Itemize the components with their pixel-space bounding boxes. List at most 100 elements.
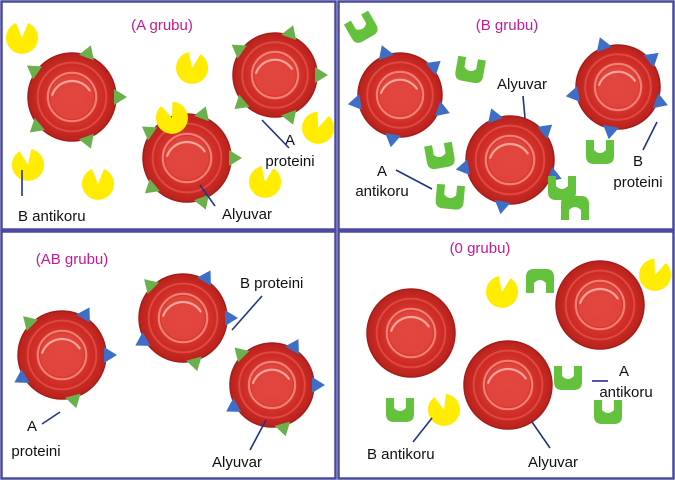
panel-a-border xyxy=(0,0,337,231)
b-protein xyxy=(347,94,362,110)
b-protein xyxy=(285,339,299,355)
a-protein xyxy=(141,126,158,141)
panel-ab-border xyxy=(0,230,337,480)
a-protein xyxy=(144,178,160,194)
b-protein-label: B proteini xyxy=(240,275,303,292)
a-protein xyxy=(65,393,81,409)
leader-a-protein xyxy=(261,119,290,149)
leader-b-protein xyxy=(231,295,263,331)
a-protein xyxy=(281,25,297,41)
a-antibody-label-word: antikoru xyxy=(599,384,652,401)
a-protein-label-word: proteini xyxy=(265,153,314,170)
a-protein-label-word: proteini xyxy=(11,443,60,460)
b-protein xyxy=(596,37,612,53)
b-antibody xyxy=(176,52,209,84)
b-protein xyxy=(104,347,117,363)
b-protein xyxy=(434,101,450,117)
b-protein xyxy=(385,133,401,148)
a-protein xyxy=(186,356,202,372)
red-blood-cell xyxy=(575,44,661,130)
red-blood-cell xyxy=(357,52,443,138)
a-antibody xyxy=(554,366,582,390)
red-blood-cell xyxy=(366,288,456,378)
b-protein xyxy=(425,60,441,76)
a-protein xyxy=(193,106,209,122)
rbc-label: Alyuvar xyxy=(497,76,547,93)
b-protein xyxy=(135,332,151,346)
a-antibody xyxy=(424,141,455,170)
a-antibody xyxy=(526,269,554,293)
b-antibody xyxy=(249,166,282,198)
b-protein xyxy=(76,307,90,323)
a-antibody-label-letter: A xyxy=(619,363,629,380)
leader-rbc xyxy=(531,421,551,449)
leader-rbc xyxy=(522,95,526,119)
a-antibody xyxy=(435,183,465,210)
red-blood-cell xyxy=(142,113,232,203)
b-protein xyxy=(455,159,471,176)
b-protein-label-word: proteini xyxy=(613,174,662,191)
leader-a-protein xyxy=(41,411,61,425)
a-protein xyxy=(281,109,297,125)
a-antibody xyxy=(561,196,589,220)
b-protein xyxy=(226,398,242,412)
b-protein xyxy=(197,270,211,286)
a-antibody xyxy=(343,10,378,43)
b-protein xyxy=(603,125,619,140)
a-antibody xyxy=(586,140,614,164)
panel-ab-group: (AB grubu) B proteini A proteini Alyuvar xyxy=(11,251,325,471)
b-antibody xyxy=(11,149,44,181)
b-protein xyxy=(14,369,30,383)
b-antibody xyxy=(155,101,188,134)
red-blood-cell xyxy=(17,310,107,400)
a-protein-label-letter: A xyxy=(285,132,295,149)
b-protein xyxy=(565,86,580,102)
b-protein xyxy=(488,108,504,124)
red-blood-cell xyxy=(465,115,555,205)
red-blood-cell xyxy=(463,340,553,430)
rbc-label: Alyuvar xyxy=(222,206,272,223)
panel-b-group: (B grubu) Alyuvar A antikoru B proteini xyxy=(343,10,668,220)
a-protein xyxy=(315,67,328,83)
b-protein xyxy=(537,124,553,140)
rbc-label: Alyuvar xyxy=(528,454,578,471)
red-blood-cell xyxy=(232,32,318,118)
a-protein xyxy=(231,44,247,59)
leader-b-protein xyxy=(642,121,658,151)
a-protein-label-letter: A xyxy=(27,418,37,435)
b-antibody xyxy=(82,169,114,200)
b-antibody xyxy=(639,258,672,291)
b-protein xyxy=(643,52,659,68)
a-protein xyxy=(229,150,242,166)
panel-0-title: (0 grubu) xyxy=(450,240,511,257)
b-protein-label-letter: B xyxy=(633,153,643,170)
a-protein xyxy=(274,421,291,437)
b-protein xyxy=(312,377,325,393)
a-protein xyxy=(234,347,250,363)
leader-rbc xyxy=(199,184,216,207)
b-protein xyxy=(225,310,238,326)
b-antibody xyxy=(6,23,38,54)
red-blood-cell xyxy=(27,52,117,142)
a-antibody xyxy=(386,398,414,422)
panel-0-group: (0 grubu) A antikoru B antikoru Alyuvar xyxy=(366,240,672,471)
panel-b-border xyxy=(337,0,675,231)
panel-b-title: (B grubu) xyxy=(476,17,539,34)
b-antibody xyxy=(428,393,460,426)
rbc-label: Alyuvar xyxy=(212,454,262,471)
red-blood-cell xyxy=(138,273,228,363)
a-protein xyxy=(78,133,94,149)
panel-a-group: (A grubu) A proteini B antikoru Alyuvar xyxy=(6,17,335,225)
panel-ab-title: (AB grubu) xyxy=(36,251,109,268)
a-antibody-label-letter: A xyxy=(377,163,387,180)
a-protein xyxy=(29,117,45,133)
a-antibody xyxy=(594,400,622,424)
b-antibody-label: B antikoru xyxy=(367,446,435,463)
b-antibody xyxy=(486,276,519,308)
leader-a-antibody xyxy=(395,169,433,190)
leader-rbc xyxy=(249,419,267,451)
a-antibody xyxy=(455,55,486,84)
b-protein xyxy=(378,45,394,61)
